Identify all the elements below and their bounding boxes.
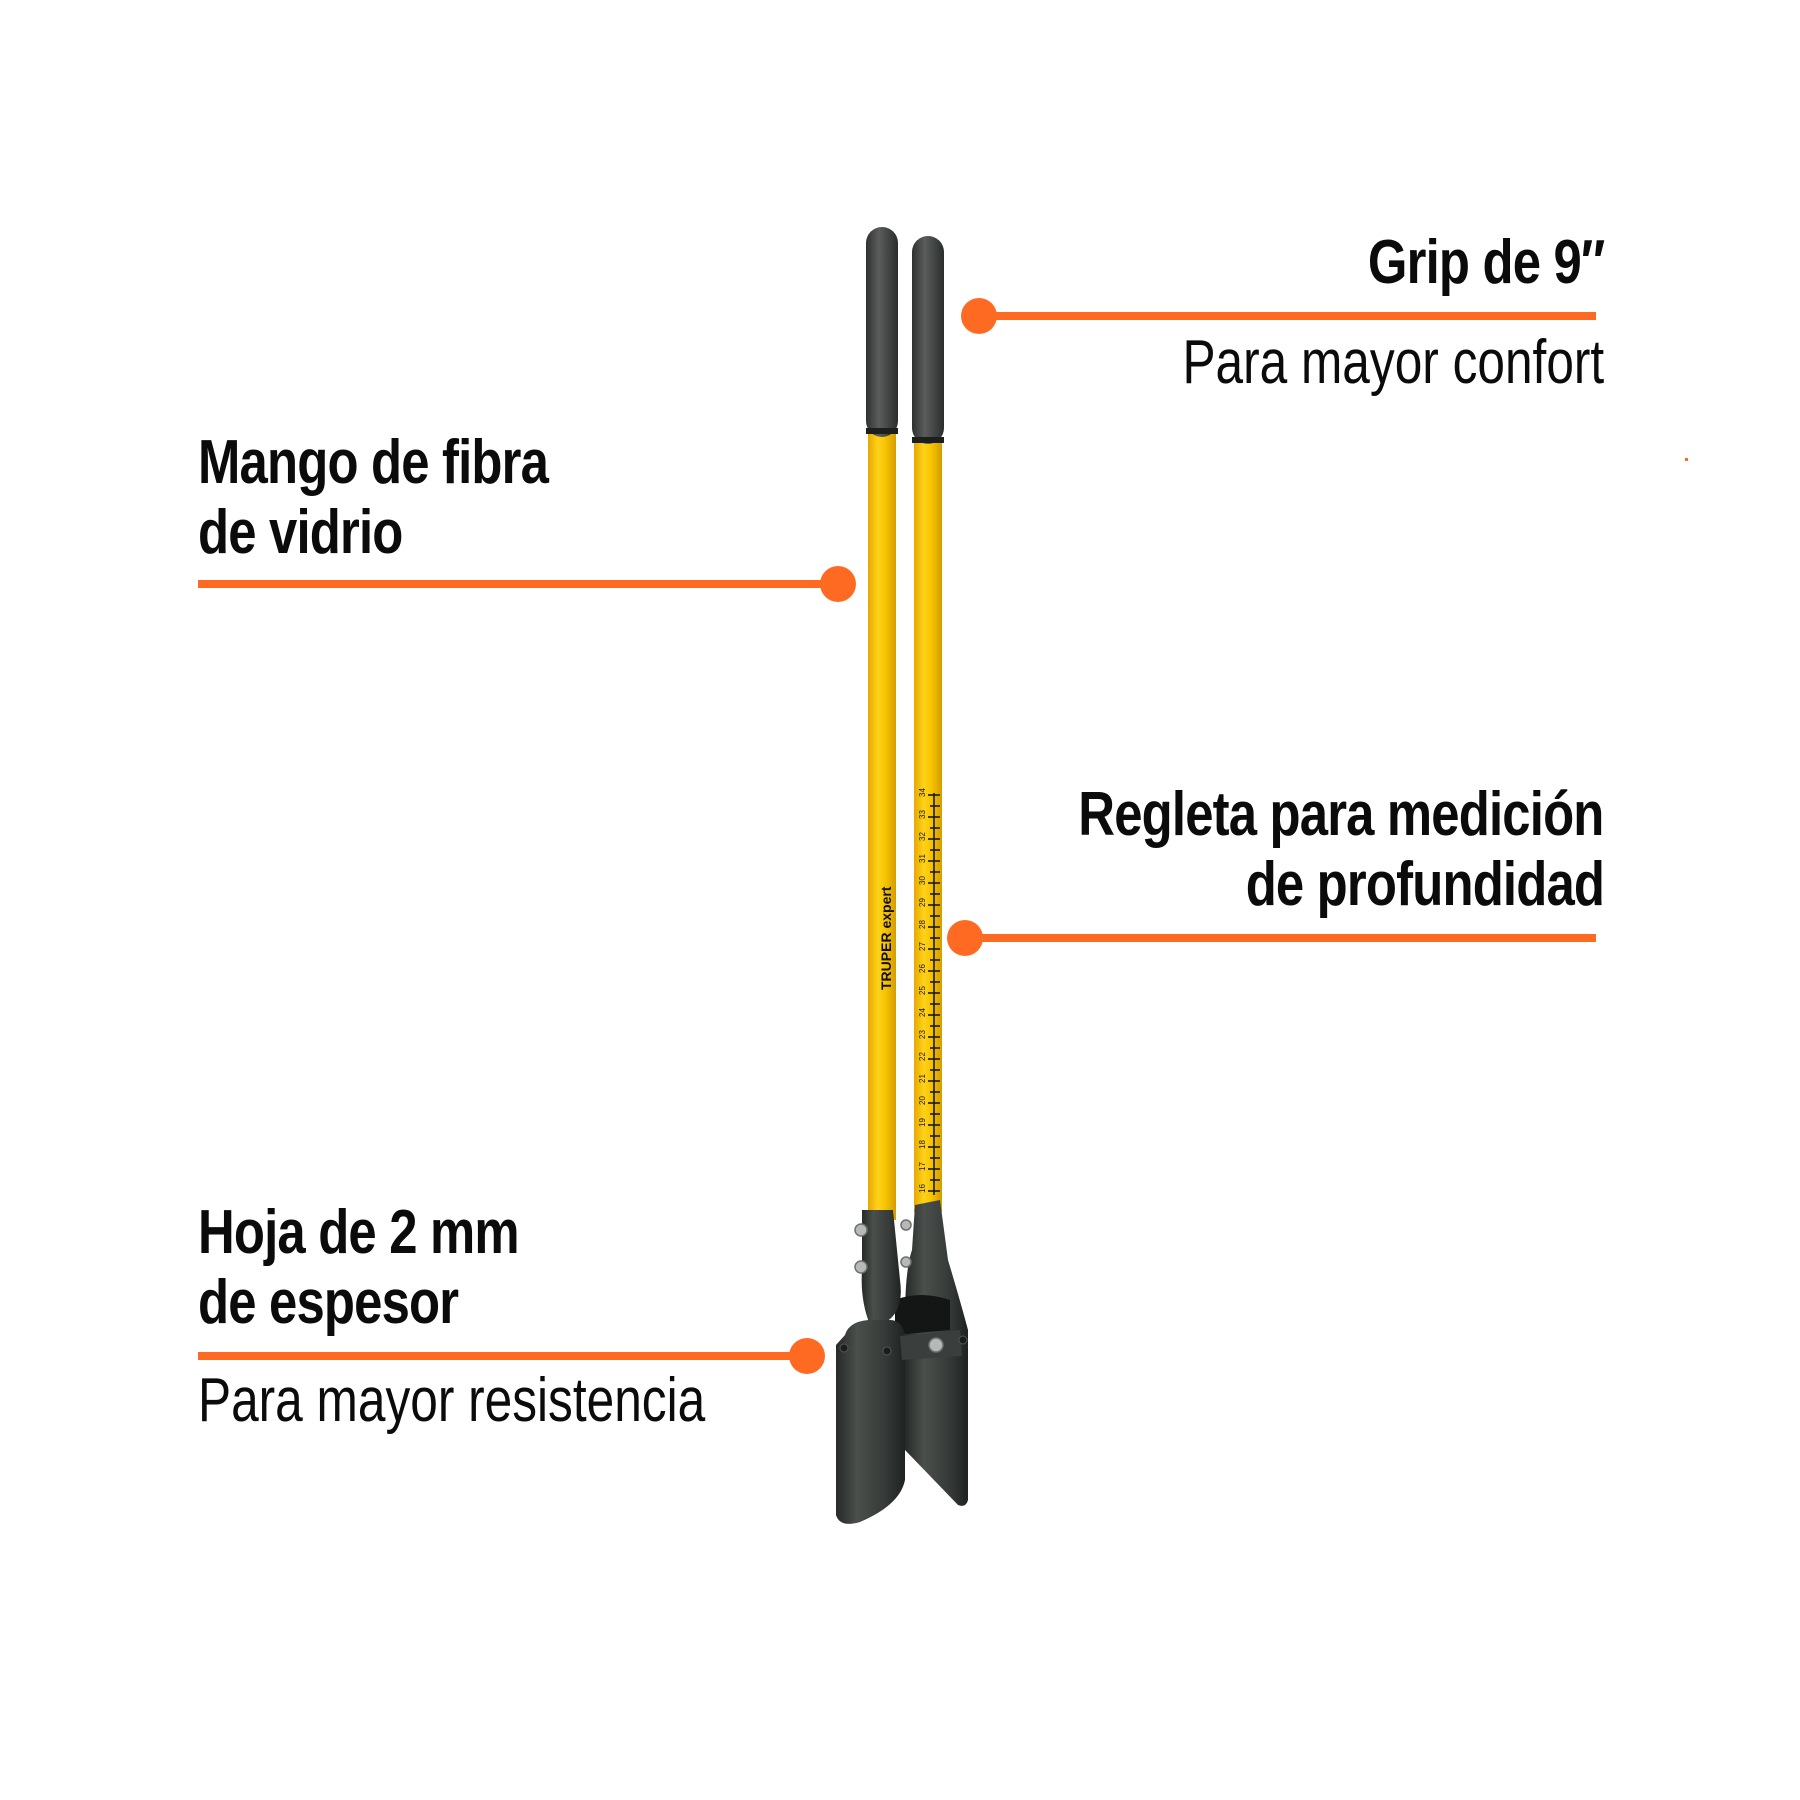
ruler-title-line1: Regleta para medición [1078, 780, 1605, 849]
svg-text:23: 23 [918, 1030, 927, 1039]
ruler-numbers: 16 17 18 19 20 21 22 23 24 25 26 27 28 2… [918, 788, 927, 1193]
left-handle: TRUPER expert [866, 227, 898, 1220]
svg-text:30: 30 [918, 876, 927, 885]
blade-leader-dot [789, 1338, 825, 1374]
blade-assembly [836, 1200, 968, 1524]
blade-title-line2: de espesor [198, 1268, 459, 1337]
handle-leader-line [198, 580, 838, 588]
handle-leader-dot [820, 566, 856, 602]
svg-text:24: 24 [918, 1008, 927, 1017]
grip-subtitle: Para mayor confort [1182, 328, 1604, 397]
right-grip [912, 236, 944, 444]
svg-text:27: 27 [918, 942, 927, 951]
blade-leader-line [198, 1352, 807, 1360]
svg-text:16: 16 [918, 1184, 927, 1193]
svg-text:29: 29 [918, 898, 927, 907]
handle-title-line2: de vidrio [198, 498, 403, 567]
svg-text:18: 18 [918, 1140, 927, 1149]
svg-text:17: 17 [918, 1162, 927, 1171]
svg-text:20: 20 [918, 1096, 927, 1105]
ruler-title-line2: de profundidad [1245, 850, 1605, 919]
svg-text:32: 32 [918, 832, 927, 841]
brand-label: TRUPER expert [878, 886, 894, 990]
blade-title-line1: Hoja de 2 mm [198, 1198, 520, 1267]
svg-text:28: 28 [918, 920, 927, 929]
left-grip [866, 227, 898, 437]
svg-text:26: 26 [918, 964, 927, 973]
right-handle: 16 17 18 19 20 21 22 23 24 25 26 27 28 2… [912, 236, 944, 1212]
stray-orange-pixel [1685, 458, 1688, 461]
svg-text:19: 19 [918, 1118, 927, 1127]
svg-text:25: 25 [918, 986, 927, 995]
blade-subtitle: Para mayor resistencia [198, 1366, 706, 1435]
svg-text:31: 31 [918, 854, 927, 863]
svg-text:21: 21 [918, 1074, 927, 1083]
ruler-leader-dot [947, 920, 983, 956]
svg-text:22: 22 [918, 1052, 927, 1061]
svg-text:33: 33 [918, 810, 927, 819]
svg-text:34: 34 [918, 788, 927, 797]
handle-title-line1: Mango de fibra [198, 428, 549, 497]
grip-leader-dot [961, 298, 997, 334]
grip-leader-line [979, 312, 1596, 320]
depth-ruler [928, 793, 940, 1195]
ruler-leader-line [965, 934, 1596, 942]
grip-title: Grip de 9″ [1367, 228, 1604, 297]
